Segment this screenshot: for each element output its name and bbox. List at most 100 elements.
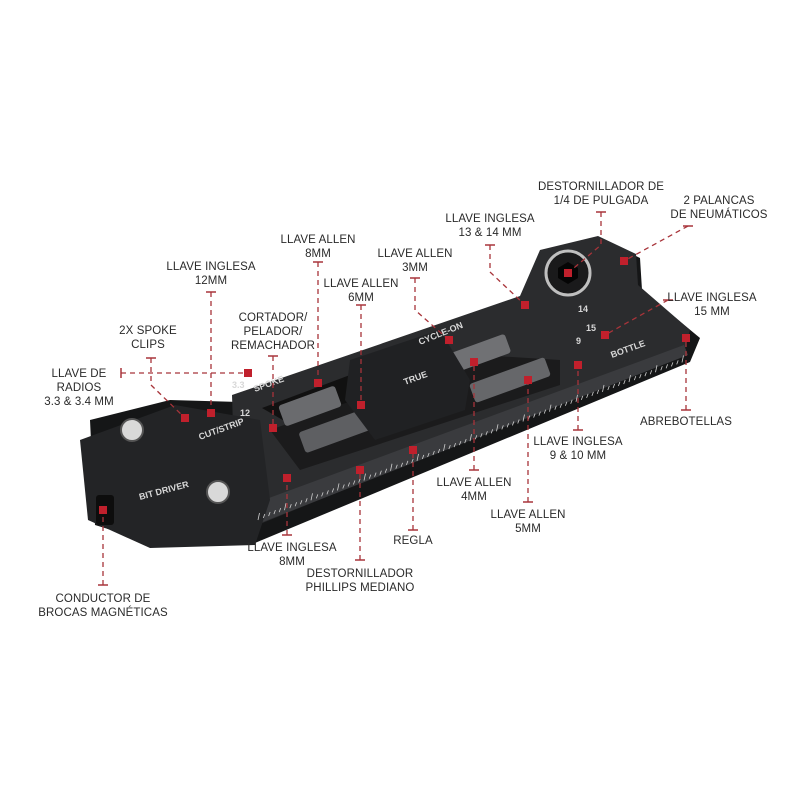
ruler-tick (300, 500, 303, 505)
callout-label-line: 6MM (348, 292, 374, 304)
ruler-tick (644, 372, 647, 377)
ruler-tick (342, 484, 345, 489)
ruler-tick (549, 404, 552, 412)
callout-label-line: LLAVE ALLEN (280, 234, 355, 246)
marker-square (524, 376, 532, 384)
callout-label-line: 8MM (305, 248, 331, 260)
ruler-tick (374, 472, 377, 477)
callout-label-line: 13 & 14 MM (459, 227, 522, 239)
marker-square (620, 257, 628, 265)
callout-label-line: DESTORNILLADOR (307, 568, 414, 580)
ruler-tick (602, 384, 605, 393)
callout-label-line: LLAVE ALLEN (377, 248, 452, 260)
ruler-tick (268, 511, 271, 517)
ruler-tick (517, 419, 520, 424)
marker-square (574, 361, 582, 369)
ruler-tick (618, 381, 621, 387)
ruler-tick (623, 379, 626, 385)
ruler-tick (368, 474, 372, 479)
ruler-tick (321, 492, 324, 497)
callout-label-line: LLAVE INGLESA (166, 261, 256, 273)
ruler-tick (459, 440, 462, 446)
ruler-tick (278, 507, 282, 513)
ruler-tick (353, 480, 356, 485)
ruler-tick (347, 482, 350, 487)
ruler-tick (633, 375, 637, 381)
marker-square (207, 409, 215, 417)
ruler-tick (485, 431, 488, 436)
marker-square (99, 506, 107, 514)
ruler-tick (294, 502, 297, 507)
callout-label-line: LLAVE INGLESA (445, 213, 535, 225)
marker-square (181, 414, 189, 422)
ruler-tick (421, 454, 425, 460)
ruler-tick (655, 365, 658, 373)
callout-label-line: 3.3 & 3.4 MM (44, 396, 114, 408)
ruler-tick (437, 448, 441, 454)
marker-square (314, 379, 322, 387)
callout-label-line: LLAVE DE (52, 368, 107, 380)
ruler-tick (596, 389, 600, 395)
ruler-tick (480, 433, 483, 438)
callout-cutter: CORTADOR/PELADOR/REMACHADOR (231, 312, 315, 432)
leader-line (604, 299, 669, 336)
ruler-tick (501, 425, 504, 430)
marker-square (521, 301, 529, 309)
ruler-tick (289, 504, 292, 509)
ruler-tick (416, 453, 419, 461)
callout-label-line: CORTADOR/ (239, 312, 309, 324)
callout-allen-6: LLAVE ALLEN 6MM (323, 278, 398, 409)
ruler-tick (538, 411, 541, 416)
ruler-tick (575, 394, 578, 402)
engraving-size-3-3: 3.3 (232, 380, 245, 390)
engraving-size-15: 15 (586, 323, 596, 333)
callout-label-line: DE NEUMÁTICOS (670, 208, 767, 221)
marker-square (357, 401, 365, 409)
ruler-tick (262, 513, 266, 519)
engraving-size-14: 14 (578, 304, 588, 314)
ruler-tick (676, 360, 679, 365)
marker-square (682, 334, 690, 342)
ruler-tick (273, 509, 276, 515)
ruler-tick (671, 362, 674, 367)
marker-square (356, 466, 364, 474)
ruler-tick (607, 385, 610, 391)
marker-square (445, 336, 453, 344)
ruler-tick (490, 429, 494, 434)
ruler-tick (400, 462, 403, 467)
callout-label-line: LLAVE ALLEN (323, 278, 398, 290)
ruler-tick (427, 452, 430, 458)
ruler-tick (665, 364, 668, 369)
leader-line (623, 225, 689, 262)
ruler-tick (395, 464, 398, 469)
ruler-tick (570, 399, 573, 404)
ruler-tick (649, 370, 653, 375)
callout-label-line: CONDUCTOR DE (56, 593, 151, 605)
callout-allen-8: LLAVE ALLEN 8MM (280, 234, 355, 387)
callout-label-line: REGLA (393, 535, 433, 547)
ruler-tick (305, 498, 308, 503)
ruler-tick (363, 473, 366, 481)
ruler-tick (464, 439, 467, 444)
callout-label-line: 8MM (279, 556, 305, 568)
callout-label-line: BROCAS MAGNÉTICAS (38, 606, 168, 619)
ruler-tick (384, 468, 388, 473)
callout-label-line: CLIPS (131, 339, 165, 351)
ruler-tick (512, 421, 515, 426)
ruler-tick (660, 366, 663, 371)
callout-quarter-inch-screwdriver: DESTORNILLADOR DE1/4 DE PULGADA (538, 181, 664, 277)
ruler-tick (284, 503, 287, 511)
ruler-tick (326, 490, 329, 495)
ruler-tick (379, 470, 382, 475)
ruler-tick (469, 434, 472, 442)
ruler-tick (533, 413, 536, 418)
ruler-tick (565, 401, 568, 406)
